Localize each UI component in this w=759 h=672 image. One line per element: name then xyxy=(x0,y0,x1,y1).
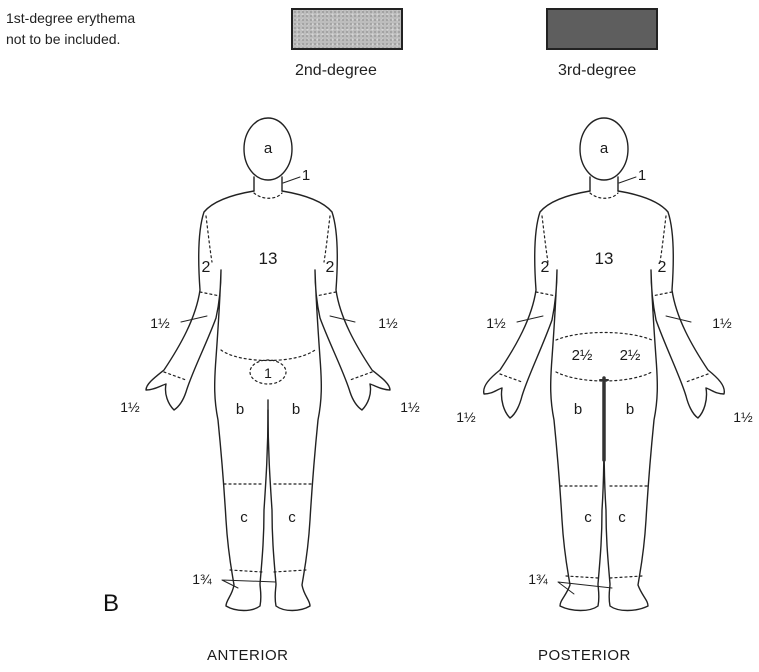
anterior-genitals-label: 1 xyxy=(264,365,272,381)
posterior-figure xyxy=(484,118,725,611)
anterior-trunk-label: 13 xyxy=(259,249,278,268)
anterior-thigh-left-label: b xyxy=(236,401,244,418)
anterior-leg-right-label: c xyxy=(288,509,296,526)
posterior-thigh-left-label: b xyxy=(574,401,582,418)
posterior-hand-right-label: 1½ xyxy=(733,409,753,425)
posterior-upper-arm-left-label: 2 xyxy=(541,259,550,276)
anterior-forearm-left-label: 1½ xyxy=(150,315,170,331)
anterior-left-silhouette xyxy=(146,191,268,611)
anterior-feet-label: 1¾ xyxy=(192,571,212,587)
panel-letter: B xyxy=(103,590,119,618)
anterior-neck-label: 1 xyxy=(302,167,310,184)
posterior-buttock-right-label: 2½ xyxy=(620,347,641,364)
anterior-view-label: ANTERIOR xyxy=(207,647,289,664)
posterior-neck-label: 1 xyxy=(638,167,646,184)
posterior-forearm-right-label: 1½ xyxy=(712,315,732,331)
anterior-hand-left-label: 1½ xyxy=(120,399,140,415)
anterior-hand-right-label: 1½ xyxy=(400,399,420,415)
posterior-feet-label: 1¾ xyxy=(528,571,548,587)
posterior-forearm-left-label: 1½ xyxy=(486,315,506,331)
posterior-hand-left-label: 1½ xyxy=(456,409,476,425)
posterior-right-silhouette xyxy=(604,191,724,611)
anterior-right-silhouette xyxy=(268,191,390,611)
anterior-upper-arm-left-label: 2 xyxy=(202,259,211,276)
posterior-buttock-left-label: 2½ xyxy=(572,347,593,364)
anterior-thigh-right-label: b xyxy=(292,401,300,418)
posterior-neck-outline xyxy=(590,177,618,191)
posterior-view-label: POSTERIOR xyxy=(538,647,631,664)
posterior-upper-arm-right-label: 2 xyxy=(658,259,667,276)
posterior-trunk-label: 13 xyxy=(595,249,614,268)
anterior-neck-outline xyxy=(254,177,282,191)
anterior-forearm-right-label: 1½ xyxy=(378,315,398,331)
posterior-leg-right-label: c xyxy=(618,509,626,526)
anterior-leg-left-label: c xyxy=(240,509,248,526)
anterior-head-label: a xyxy=(264,140,273,157)
anterior-upper-arm-right-label: 2 xyxy=(326,259,335,276)
posterior-left-silhouette xyxy=(484,191,604,611)
posterior-leg-left-label: c xyxy=(584,509,592,526)
posterior-thigh-right-label: b xyxy=(626,401,634,418)
posterior-head-label: a xyxy=(600,140,609,157)
